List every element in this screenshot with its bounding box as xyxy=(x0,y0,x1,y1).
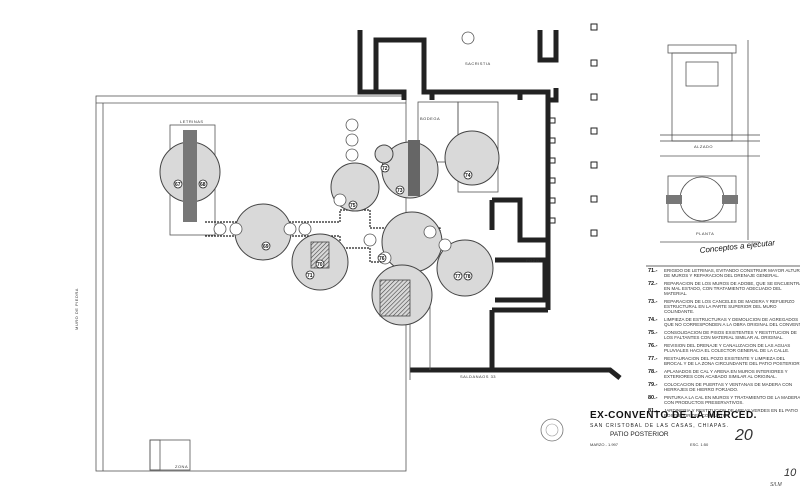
concept-number: 76.- xyxy=(648,343,658,349)
sheet-date: MARZO - 1.997 xyxy=(590,442,619,447)
svg-text:73: 73 xyxy=(397,188,403,194)
concept-text: REVISION DEL DRENAJE Y CANALIZACION DE L… xyxy=(664,343,790,353)
corner-note: S/I.M xyxy=(770,482,783,488)
concept-number: 73.- xyxy=(648,299,658,305)
svg-text:77: 77 xyxy=(455,274,461,280)
concept-number: 80.- xyxy=(648,395,658,401)
svg-text:72: 72 xyxy=(382,166,388,172)
svg-text:68: 68 xyxy=(200,182,206,188)
svg-text:74: 74 xyxy=(465,173,471,179)
label-planta: PLANTA xyxy=(696,231,714,236)
title-block: EX-CONVENTO DE LA MERCED. SAN CRISTOBAL … xyxy=(540,410,797,488)
concept-text: REPARACION DE LOS MUROS DE ADOBE, QUE SE… xyxy=(664,281,800,296)
label-alzado: ALZADO xyxy=(694,144,713,149)
concept-number: 74.- xyxy=(648,317,658,323)
sheet-scale: ESC. 1:50 xyxy=(690,442,709,447)
concept-text: APLANADOS DE CAL Y ARENA EN MUROS INTERI… xyxy=(664,369,788,379)
label-bodega: BODEGA xyxy=(420,116,440,121)
label-pozo: POZO xyxy=(526,258,539,263)
svg-text:69: 69 xyxy=(263,244,269,250)
tree-markers xyxy=(213,118,452,265)
sheet-number: 20 xyxy=(734,427,753,444)
church-walls xyxy=(357,30,559,240)
sheet-subtitle: SAN CRISTOBAL DE LAS CASAS, CHIAPAS. xyxy=(590,423,729,429)
concept-text: RESTAURACION DEL POZO EXISTENTE Y LIMPIE… xyxy=(664,356,800,366)
concept-number: 77.- xyxy=(648,356,658,362)
concept-number: 72.- xyxy=(648,281,658,287)
label-side-wall: MURO DE PIEDRA xyxy=(74,288,79,330)
floor-plan: ZONA SACRISTIA SALDANAOS 33 BODEGA POZO … xyxy=(74,23,622,472)
svg-text:70: 70 xyxy=(317,262,323,268)
concept-number: 79.- xyxy=(648,382,658,388)
property-boundary xyxy=(95,95,407,472)
concepts-list: Conceptos a ejecutar 71.- ERIGIDO DE LETR… xyxy=(646,238,800,418)
label-sacristia: SACRISTIA xyxy=(465,61,491,66)
label-street: SALDANAOS 33 xyxy=(460,374,496,379)
concept-number: 78.- xyxy=(648,369,658,375)
concepts-heading: Conceptos a ejecutar xyxy=(699,238,775,255)
concept-rows: 71.- ERIGIDO DE LETRINAS, EVITANDO CONSTR… xyxy=(648,268,800,418)
concept-text: JARDINERIA Y RESTITUCION DE AREAS VERDES… xyxy=(664,408,799,418)
sheet-title: EX-CONVENTO DE LA MERCED. xyxy=(590,410,757,421)
concept-number: 75.- xyxy=(648,330,658,336)
svg-text:78: 78 xyxy=(465,274,471,280)
svg-text:75: 75 xyxy=(350,203,356,209)
label-small-room: ZONA xyxy=(175,464,188,469)
concept-text: COLOCACION DE PUERTAS Y VENTANAS DE MADE… xyxy=(664,382,792,392)
concept-number: 81.- xyxy=(648,408,658,414)
concept-number: 71.- xyxy=(648,268,658,274)
institution-seal xyxy=(540,418,564,442)
sheet-area: PATIO POSTERIOR xyxy=(610,431,669,438)
column-grid xyxy=(549,23,598,237)
concept-text: REPARACION DE LOS CANCELES DE MADERA Y R… xyxy=(664,299,795,314)
concept-text: CONSOLIDACION DE PISOS EXISTENTES Y REST… xyxy=(664,330,797,340)
concept-text: PINTURA A LA CAL EN MUROS Y TRATAMIENTO … xyxy=(664,395,800,405)
svg-text:76: 76 xyxy=(379,256,385,262)
concept-text: LIMPIEZA DE ESTRUCTURAS Y DEMOLICION DE … xyxy=(664,317,800,327)
label-letrinas: LETRINAS xyxy=(180,119,204,124)
svg-text:67: 67 xyxy=(175,182,181,188)
concept-text: ERIGIDO DE LETRINAS, EVITANDO CONSTRUIR … xyxy=(664,268,800,278)
svg-text:71: 71 xyxy=(307,273,313,279)
corner-number: 10 xyxy=(784,467,797,479)
tag-group: 67 68 69 70 71 72 73 74 75 76 77 78 xyxy=(173,163,473,281)
well-detail: ALZADO PLANTA xyxy=(660,40,760,243)
